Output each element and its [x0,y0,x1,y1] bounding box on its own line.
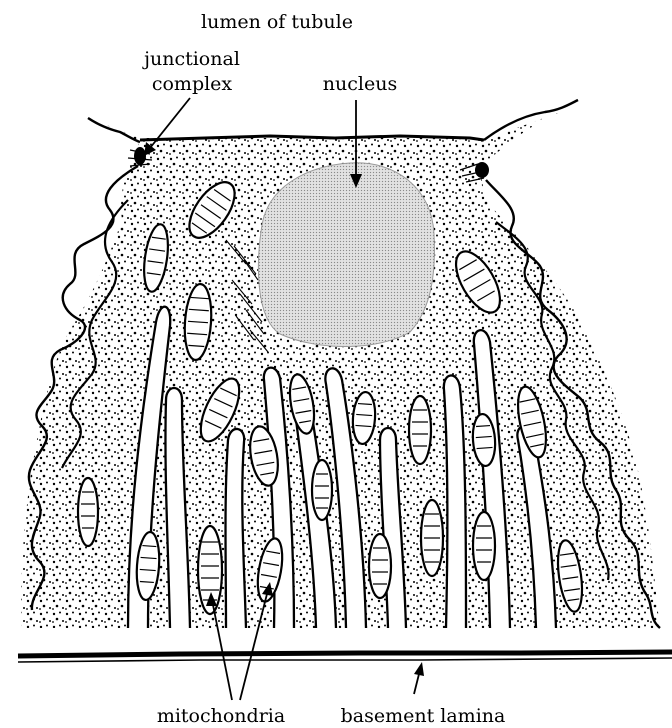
left-cell-apical-edge [88,118,140,142]
mitochondria-label: mitochondria [157,705,285,727]
mitochondrion-16 [312,460,332,520]
basal-infolding-3 [226,429,247,628]
junctional-complex-label-line1: junctional [142,48,240,70]
basement-lamina-lower-line [18,658,672,662]
basement-lamina-arrowhead [414,662,424,676]
mitochondrion-19 [473,512,495,580]
nucleus [258,163,434,347]
nucleus-label: nucleus [323,73,397,95]
junctional-complex-left [134,147,146,165]
basement-lamina [18,652,672,656]
mitochondrion-12 [78,478,98,546]
lumen-label: lumen of tubule [201,11,353,33]
junctional-complex-label-line2: complex [152,73,233,95]
mitochondrion-18 [421,500,443,576]
basal-infolding-8 [444,375,466,628]
basement-lamina-label: basement lamina [341,705,506,727]
mitochondrion-17 [369,534,391,598]
right-cell-apical-edge [484,100,578,140]
mitochondrion-9 [409,396,431,464]
